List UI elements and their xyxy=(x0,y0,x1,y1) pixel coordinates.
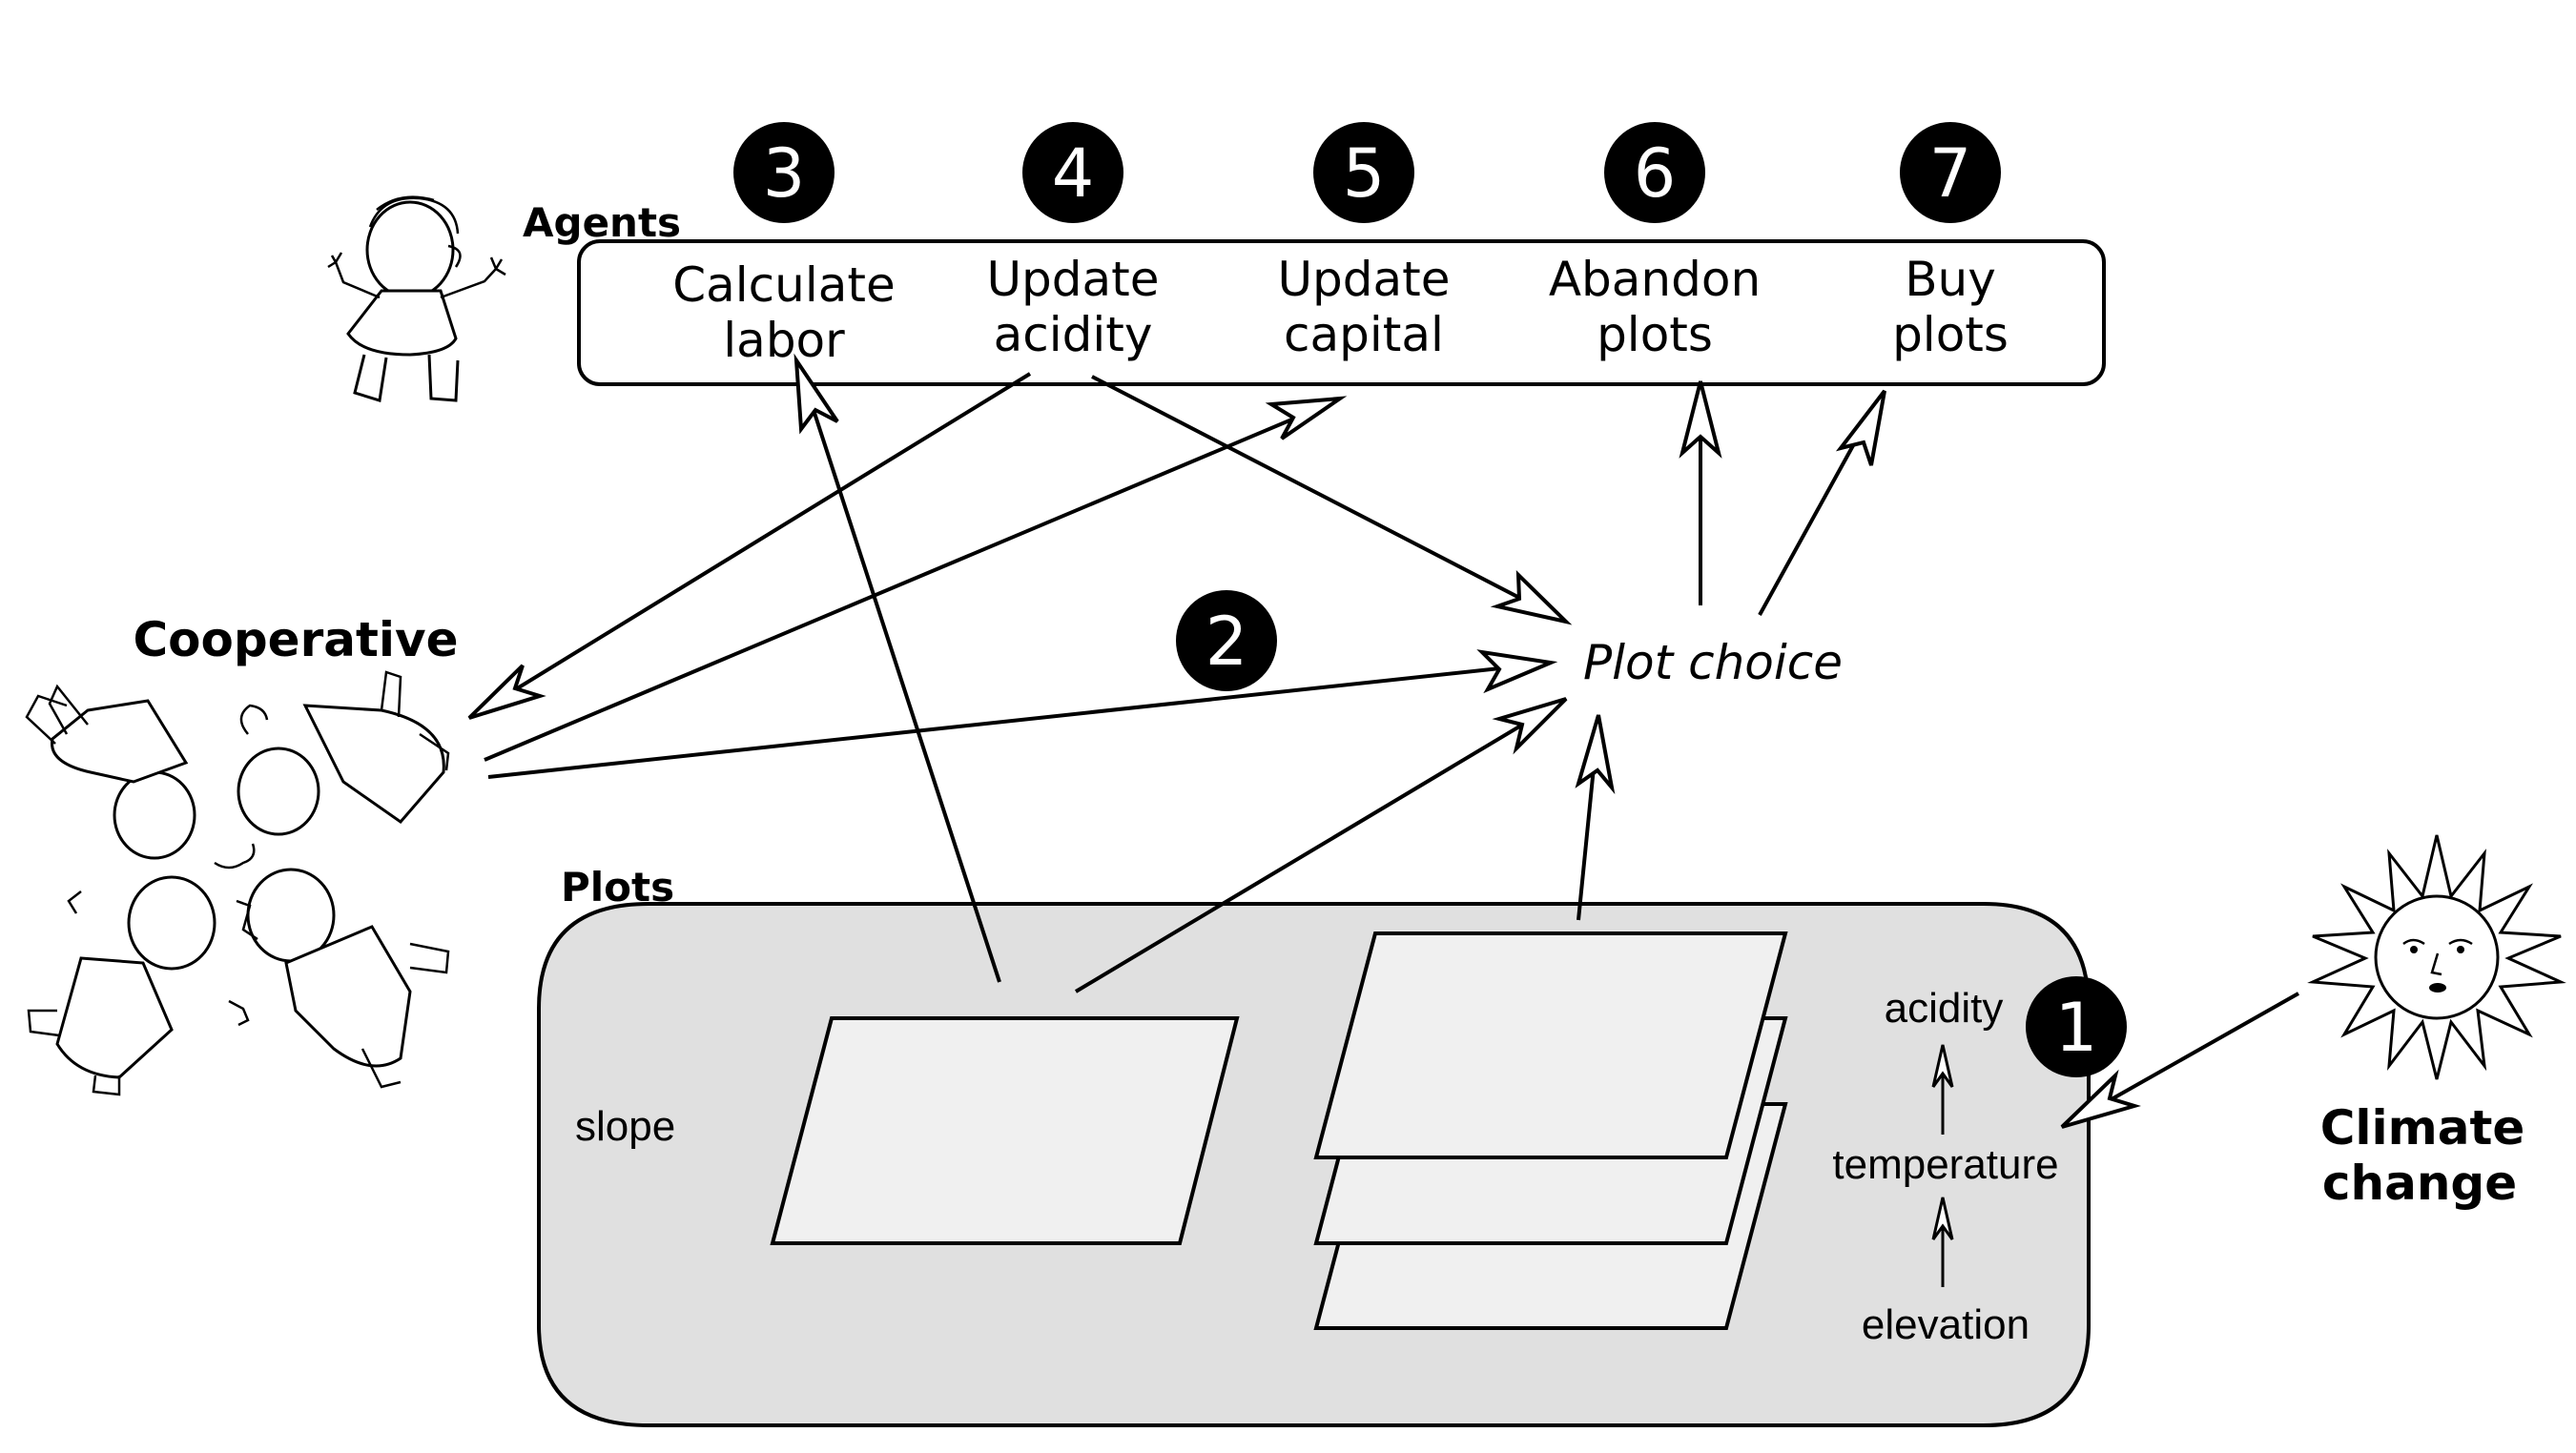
cooperative-to-capital-arrow xyxy=(484,403,1327,762)
acidity-to-plot-choice-arrowhead xyxy=(1490,570,1573,625)
step-5-label-line1: Update xyxy=(1277,252,1450,307)
step-7-label-line1: Buy xyxy=(1905,252,1996,307)
elevation-label: elevation xyxy=(1862,1301,2030,1348)
single-plot-to-plot-choice-arrowhead xyxy=(1492,697,1568,755)
stacked-plots-to-plot-choice-arrowhead xyxy=(1575,714,1616,795)
stacked-plot-top xyxy=(1313,931,1788,1159)
step-4-label-line1: Update xyxy=(986,252,1159,307)
agents-label: Agents xyxy=(523,199,681,246)
step-3-label-line1: Calculate xyxy=(672,257,896,313)
step-7-number: 7 xyxy=(1929,134,1972,213)
step-4-label-line2: acidity xyxy=(994,307,1153,362)
acidity-to-cooperative-arrow xyxy=(480,372,1032,712)
step-6-number: 6 xyxy=(1634,134,1677,213)
step-1-number: 1 xyxy=(2055,989,2098,1067)
step-4-badge xyxy=(1022,122,1123,223)
agents-group: Agents 3 Calculate labor 4 Update acidit… xyxy=(523,122,2106,386)
step-7-label-line2: plots xyxy=(1892,307,2009,362)
sun-icon xyxy=(2307,834,2566,1080)
climate-to-temperature-arrowhead xyxy=(2060,1069,2141,1129)
plot-to-calculate-labor-arrowhead xyxy=(793,353,839,435)
step-3-badge xyxy=(733,122,835,223)
plots-group: Plots slope acidity temperature elevatio… xyxy=(537,864,2091,1427)
plot-choice-to-buy-arrowhead xyxy=(1835,389,1886,466)
arrows xyxy=(467,353,2299,1129)
acidity-to-plot-choice-arrow xyxy=(1091,375,1556,618)
agent-person-icon xyxy=(327,195,506,402)
step-3-number: 3 xyxy=(763,134,806,213)
step-7-badge xyxy=(1900,122,2001,223)
single-plot-to-plot-choice-arrow xyxy=(1074,704,1556,993)
plots-label: Plots xyxy=(561,864,674,911)
step-2-number: 2 xyxy=(1206,603,1248,681)
step-3-label-line2: labor xyxy=(723,313,845,368)
plot-choice-to-abandon-arrowhead xyxy=(1679,380,1722,459)
step-5-label-line2: capital xyxy=(1284,307,1444,362)
single-plot xyxy=(770,1016,1240,1245)
climate-label-line1: Climate xyxy=(2320,1100,2525,1156)
cooperative-to-capital-arrowhead xyxy=(1265,396,1348,440)
acidity-to-cooperative-arrowhead xyxy=(467,664,546,720)
step-5-number: 5 xyxy=(1343,134,1386,213)
cooperative-label: Cooperative xyxy=(133,612,458,667)
cooperative-group-icon xyxy=(25,670,450,1096)
plot-to-calculate-labor-arrow xyxy=(799,371,1001,983)
temperature-label: temperature xyxy=(1832,1141,2058,1188)
cooperative-to-plot-choice-arrow xyxy=(487,663,1536,779)
cooperative-to-plot-choice-arrowhead xyxy=(1476,649,1558,694)
slope-label: slope xyxy=(575,1103,675,1150)
climate-label-line2: change xyxy=(2322,1156,2517,1211)
acidity-label: acidity xyxy=(1885,985,2004,1032)
agents-box xyxy=(577,239,2106,386)
step-1-badge xyxy=(2026,976,2127,1077)
step-4-number: 4 xyxy=(1052,134,1095,213)
step-6-label-line2: plots xyxy=(1597,307,1713,362)
step-2-badge xyxy=(1176,590,1277,691)
step-5-badge xyxy=(1313,122,1414,223)
step-6-label-line1: Abandon xyxy=(1549,252,1761,307)
step-6-badge xyxy=(1604,122,1705,223)
elevation-to-temperature-arrowhead xyxy=(1931,1197,1954,1240)
temperature-to-acidity-arrowhead xyxy=(1931,1044,1954,1088)
plot-choice-label: Plot choice xyxy=(1583,635,1843,690)
